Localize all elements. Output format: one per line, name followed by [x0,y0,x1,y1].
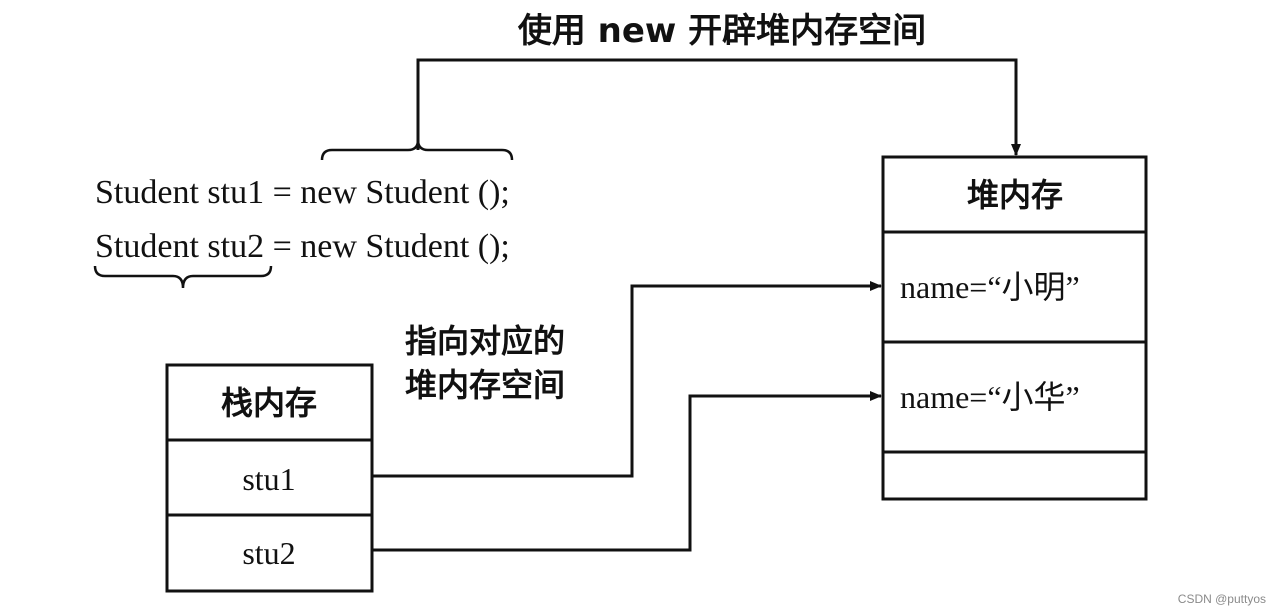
stu2-reference-arrow [372,391,882,552]
heap-title: 堆内存 [967,176,1063,214]
heap-cell-xiaoming: name=“小明” [900,269,1080,305]
watermark: CSDN @puttyos [1178,592,1266,606]
heap-cell-xiaohua: name=“小华” [900,379,1080,415]
pointer-label-line-2: 堆内存空间 [405,366,565,404]
stack-memory-box: 栈内存 stu1 stu2 [165,363,374,593]
stack-cell-stu1: stu1 [242,461,295,497]
new-allocation-arrow [416,58,1021,156]
pointer-label-line-1: 指向对应的 [405,322,565,360]
stack-cell-stu2: stu2 [242,535,295,571]
stack-title: 栈内存 [221,384,317,422]
stu1-reference-arrow [372,281,882,478]
code-line-1: Student stu1 = new Student (); [95,174,510,211]
top-brace [320,139,514,161]
code-line-2: Student stu2 = new Student (); [95,228,510,265]
top-label: 使用 new 开辟堆内存空间 [517,11,926,51]
heap-memory-box: 堆内存 name=“小明” name=“小华” [881,155,1148,501]
bottom-brace [93,265,273,289]
